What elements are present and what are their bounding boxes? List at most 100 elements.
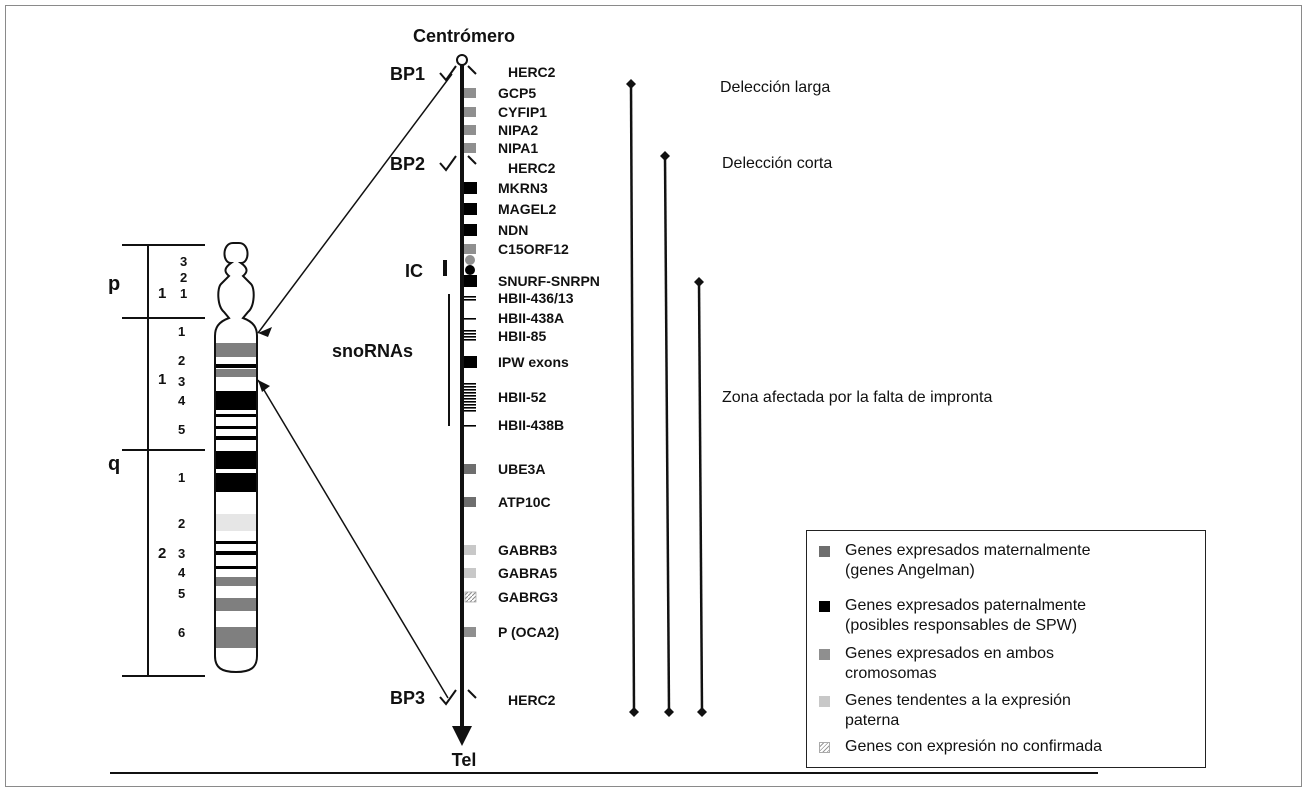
gene-marker bbox=[464, 182, 477, 194]
gene-marker bbox=[464, 568, 476, 578]
snorna-mark bbox=[464, 410, 476, 412]
deletion-short-label: Delección corta bbox=[722, 155, 832, 172]
legend-swatch-paternal bbox=[819, 601, 830, 612]
ideogram-band bbox=[216, 436, 256, 440]
centromere-marker bbox=[456, 54, 468, 66]
ideogram-band bbox=[216, 391, 256, 410]
ideogram-band bbox=[216, 566, 256, 569]
gene-marker bbox=[464, 591, 477, 603]
imprinting-zone-end bbox=[697, 707, 707, 717]
ideogram-band bbox=[216, 598, 256, 611]
legend-text-both: Genes expresados en ambos cromosomas bbox=[845, 645, 1055, 682]
imprinting-zone: Zona afectada por la falta de impronta bbox=[694, 277, 992, 717]
snorna-mark bbox=[464, 407, 476, 409]
breakpoint-bp2: BP2 bbox=[390, 154, 477, 174]
arm-q-label: q bbox=[108, 453, 120, 475]
band-label-q1: 3 bbox=[178, 374, 185, 389]
gene-label: SNURF-SNRPN bbox=[498, 273, 600, 289]
bp2-squiggle bbox=[439, 155, 477, 172]
bp3-label: BP3 bbox=[390, 688, 425, 708]
deletion-short-line bbox=[663, 155, 671, 713]
ideogram-band bbox=[216, 473, 256, 492]
ic-label: IC bbox=[405, 261, 423, 281]
gene-marker bbox=[464, 203, 477, 215]
band-label-q2: 1 bbox=[178, 470, 185, 485]
snorna-mark bbox=[464, 318, 476, 320]
snorna-mark bbox=[464, 386, 476, 388]
gene-label: GCP5 bbox=[498, 85, 536, 101]
snorna-mark bbox=[464, 392, 476, 394]
imprinting-zone-label: Zona afectada por la falta de impronta bbox=[722, 389, 992, 406]
deletion-long: Delección larga bbox=[626, 79, 830, 717]
gene-label: MAGEL2 bbox=[498, 201, 557, 217]
gene-label: CYFIP1 bbox=[498, 104, 547, 120]
ideogram-band bbox=[216, 541, 256, 544]
imprinting-zone-line bbox=[697, 281, 704, 713]
gene-marker bbox=[464, 356, 477, 368]
ic-dot bbox=[465, 255, 475, 265]
ideogram-band bbox=[216, 343, 256, 357]
gene-marker bbox=[464, 497, 476, 507]
imprinting-zone-start bbox=[694, 277, 704, 287]
gene-label: HBII-52 bbox=[498, 389, 546, 405]
band-label-p: 3 bbox=[180, 254, 187, 269]
gene-label: HBII-436/13 bbox=[498, 290, 574, 306]
bp3-squiggle bbox=[439, 689, 477, 706]
band-label-p: 2 bbox=[180, 270, 187, 285]
breakpoint-bp3: BP3 bbox=[390, 688, 477, 708]
legend-swatch-both bbox=[819, 649, 830, 660]
gene-label: GABRA5 bbox=[498, 565, 557, 581]
deletion-short-start bbox=[660, 151, 670, 161]
legend-text-paterna-tendency: Genes tendentes a la expresión paterna bbox=[845, 692, 1071, 729]
snorna-mark bbox=[464, 395, 476, 397]
ideogram-bands bbox=[216, 343, 256, 648]
region-q1-label: 1 bbox=[158, 371, 166, 388]
legend-text-maternal: Genes expresados maternalmente (genes An… bbox=[845, 542, 1091, 579]
deletion-long-label: Delección larga bbox=[720, 79, 830, 96]
bp1-squiggle bbox=[439, 65, 477, 82]
band-label-q2: 5 bbox=[178, 586, 185, 601]
ideogram-band bbox=[216, 577, 256, 586]
legend-swatch-maternal bbox=[819, 546, 830, 557]
gene-label: NIPA1 bbox=[498, 140, 538, 156]
gene-label: NDN bbox=[498, 222, 528, 238]
gene-marker bbox=[464, 275, 477, 287]
band-label-q2: 6 bbox=[178, 625, 185, 640]
gene-label: HERC2 bbox=[508, 160, 556, 176]
ideogram-band bbox=[216, 364, 256, 368]
gene-label: HBII-85 bbox=[498, 328, 546, 344]
gene-marker bbox=[464, 143, 476, 153]
ideogram-band bbox=[216, 414, 256, 417]
gene-label: NIPA2 bbox=[498, 122, 538, 138]
gene-label: C15ORF12 bbox=[498, 241, 569, 257]
ideogram-band bbox=[216, 369, 256, 377]
gene-label: UBE3A bbox=[498, 461, 545, 477]
arm-p-label: p bbox=[108, 273, 120, 295]
bp1-label: BP1 bbox=[390, 64, 425, 84]
connector-lower-arrow bbox=[258, 380, 270, 392]
region-p1-label: 1 bbox=[158, 285, 166, 302]
gene-label: HERC2 bbox=[508, 64, 556, 80]
ideogram-band bbox=[216, 627, 256, 648]
legend-swatch-unconfirmed bbox=[819, 742, 830, 753]
band-label-q1: 1 bbox=[178, 324, 185, 339]
band-label-q2: 4 bbox=[178, 565, 186, 580]
snorna-mark bbox=[464, 299, 476, 301]
ic-dot bbox=[465, 265, 475, 275]
gene-label: ATP10C bbox=[498, 494, 551, 510]
axis-arrowhead bbox=[452, 726, 472, 746]
ideogram-band bbox=[216, 551, 256, 555]
deletion-short-end bbox=[664, 707, 674, 717]
band-label-q2: 2 bbox=[178, 516, 185, 531]
snorna-label: snoRNAs bbox=[332, 341, 413, 361]
snorna-mark bbox=[464, 425, 476, 427]
legend-swatch-paterna-tendency bbox=[819, 696, 830, 707]
gene-label: HERC2 bbox=[508, 692, 556, 708]
centromere-label: Centrómero bbox=[413, 26, 515, 46]
deletion-long-end bbox=[629, 707, 639, 717]
gene-marker bbox=[464, 107, 476, 117]
gene-label: P (OCA2) bbox=[498, 624, 559, 640]
snorna-mark bbox=[464, 296, 476, 298]
